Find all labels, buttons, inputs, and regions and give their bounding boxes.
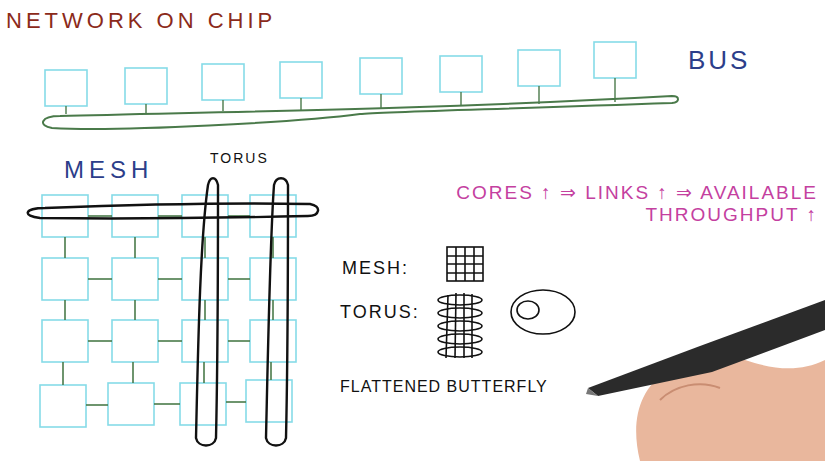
butterfly-heading: FLATTENED BUTTERFLY: [340, 378, 548, 396]
torus-wraps: [28, 178, 318, 445]
bus-line: [43, 96, 678, 129]
mesh-cores: [40, 195, 296, 427]
mesh-label: MESH: [64, 156, 153, 184]
page-title: NETWORK ON CHIP: [6, 8, 276, 33]
torus-label: TORUS: [210, 150, 269, 166]
drawing-hand: [586, 300, 825, 461]
torus-heading: TORUS:: [340, 302, 420, 323]
bus-label: BUS: [688, 46, 750, 76]
scaling-note: CORES ↑ ⇒ LINKS ↑ ⇒ AVAILABLE THROUGHPUT…: [336, 182, 818, 226]
mesh-links: [63, 216, 273, 405]
torus-icon: [438, 290, 575, 358]
mesh-icon: [447, 247, 483, 281]
mesh-heading: MESH:: [342, 258, 409, 279]
bus-cores: [45, 42, 636, 106]
